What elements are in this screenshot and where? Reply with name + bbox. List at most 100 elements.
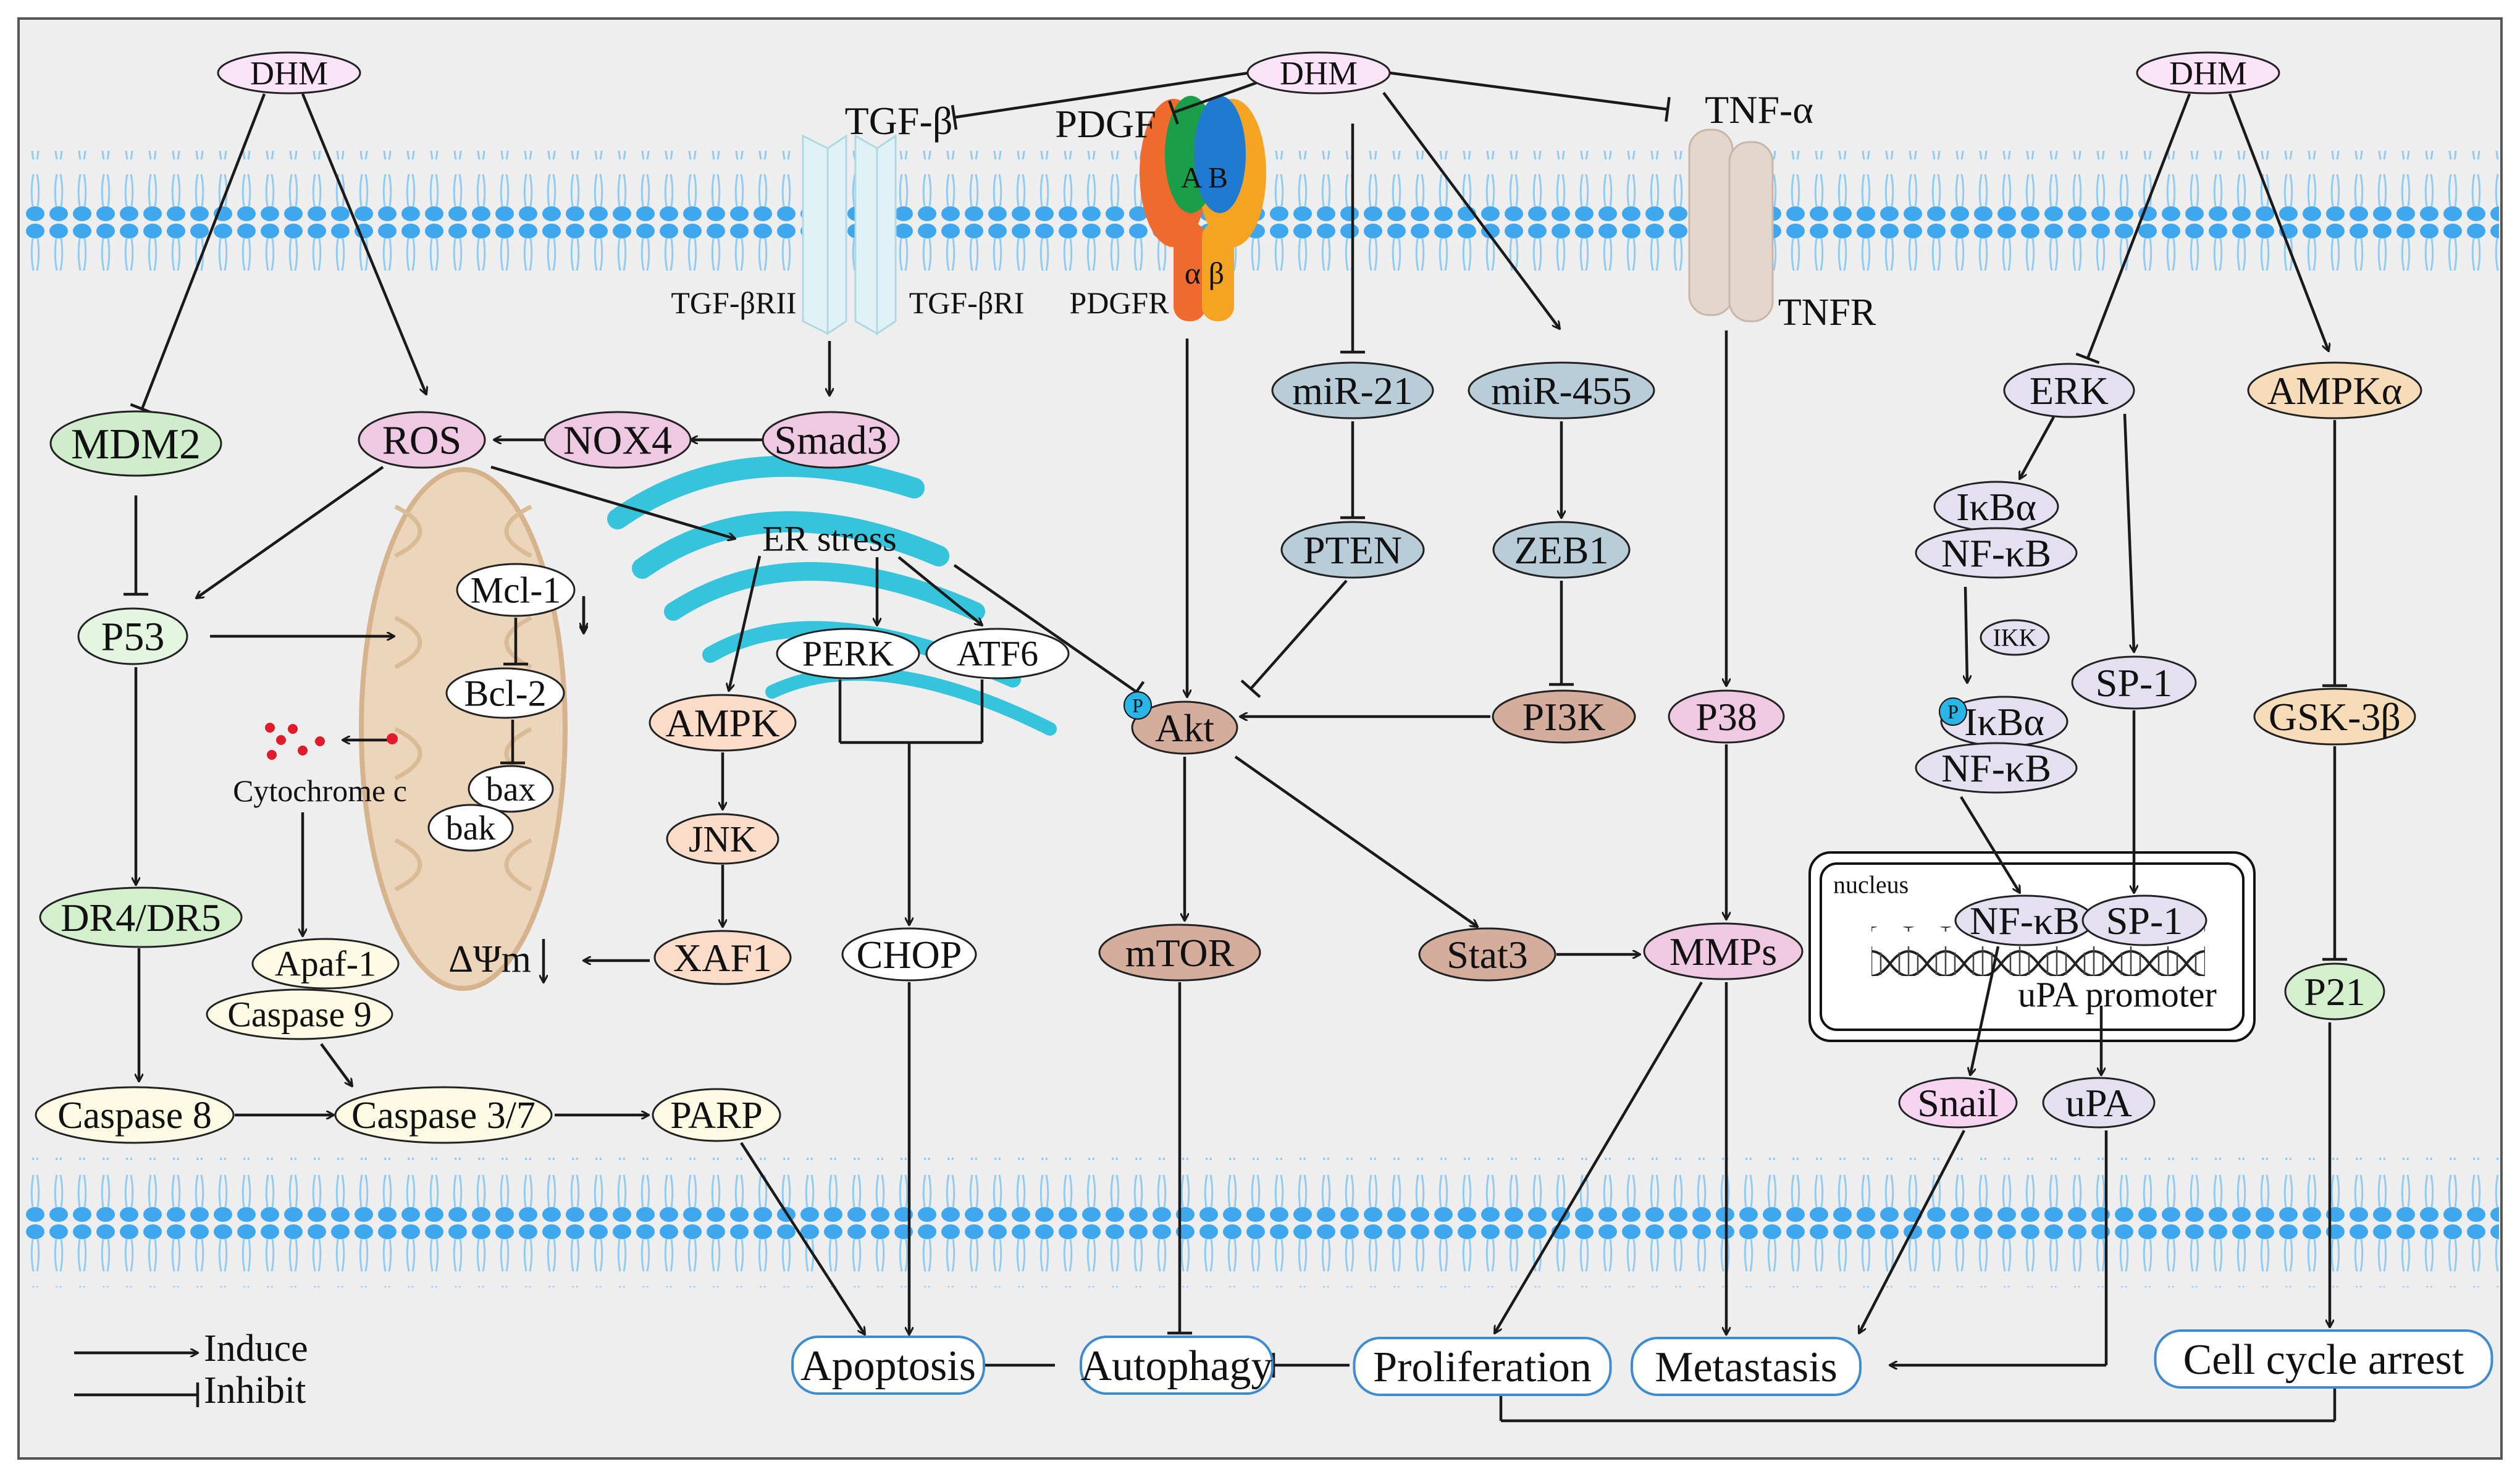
- ikba-bottom-node: IκBα: [1940, 696, 2068, 747]
- tgf-beta-label: TGF-β: [845, 99, 953, 143]
- er-stress-label: ER stress: [762, 519, 897, 559]
- dhm-left: DHM: [217, 51, 361, 95]
- connector-20: [729, 555, 762, 691]
- p38-node-label: P38: [1695, 695, 1757, 739]
- gsk3b-node-shape: [2253, 688, 2416, 746]
- akt-node: Akt: [1131, 701, 1238, 755]
- pten-node: PTEN: [1280, 521, 1425, 579]
- outcome-apoptosis: Apoptosis: [791, 1336, 985, 1395]
- p38-node: P38: [1668, 689, 1785, 744]
- bak-node-label: bak: [446, 809, 496, 848]
- erk-node: ERK: [2003, 363, 2135, 418]
- smad3-node: Smad3: [762, 411, 900, 469]
- nfkb-nucleus-node-label: NF-κB: [1970, 899, 2080, 943]
- outcome-apoptosis-box: [791, 1336, 985, 1395]
- outcome-autophagy: Autophagy: [1080, 1336, 1274, 1395]
- dhm-left-label: DHM: [250, 54, 328, 91]
- ikba-top-node: IκBα: [1933, 481, 2059, 532]
- cytochrome-c-label: Cytochrome c: [233, 773, 407, 808]
- nfkb-bottom-node-shape: [1915, 742, 2078, 794]
- ampka-node-shape: [2247, 361, 2422, 419]
- connector-6: [1382, 91, 1560, 329]
- perk-node-shape: [776, 628, 920, 680]
- p21-node-label: P21: [2304, 970, 2366, 1014]
- perk-node: PERK: [776, 628, 920, 680]
- akt-phospho: P: [1124, 691, 1152, 720]
- ampk-node-shape: [649, 694, 797, 752]
- pdgfr-chain-ab-label: A B: [1181, 161, 1228, 194]
- ikk-node: IKK: [1980, 619, 2050, 656]
- dhm-right-label: DHM: [2169, 54, 2247, 91]
- nox4-node: NOX4: [544, 411, 692, 469]
- stat3-node: Stat3: [1418, 927, 1556, 982]
- bak-node-shape: [427, 804, 514, 852]
- ikba-top-node-label: IκBα: [1956, 485, 2036, 529]
- outcome-proliferation: Proliferation: [1353, 1337, 1612, 1396]
- zeb1-node: ZEB1: [1492, 521, 1631, 579]
- mir21-node: miR-21: [1271, 361, 1434, 419]
- xaf1-node: XAF1: [653, 930, 792, 985]
- connector-51: [1495, 981, 1703, 1333]
- caspase37-node: Caspase 3/7: [334, 1086, 553, 1144]
- sp1-node-shape: [2071, 655, 2197, 710]
- bax-node-label: bax: [486, 770, 536, 809]
- perk-node-label: PERK: [802, 634, 894, 674]
- caspase37-node-label: Caspase 3/7: [351, 1095, 536, 1137]
- zeb1-node-label: ZEB1: [1514, 528, 1609, 572]
- dhm-center-label: DHM: [1280, 54, 1358, 91]
- connector-58: [1970, 946, 2000, 1075]
- connector-4: [1389, 71, 1671, 122]
- gsk3b-node-label: GSK-3β: [2269, 695, 2401, 739]
- snail-node: Snail: [1898, 1077, 2018, 1129]
- caspase8-node-label: Caspase 8: [57, 1095, 212, 1137]
- atf6-node: ATF6: [925, 628, 1070, 680]
- bax-node: bax: [468, 765, 554, 813]
- chop-node-shape: [841, 927, 977, 982]
- outcome-cell-cycle-arrest: Cell cycle arrest: [2154, 1329, 2493, 1389]
- ros-node-label: ROS: [382, 418, 461, 463]
- mcl1-node-label: Mcl-1: [471, 570, 561, 610]
- atf6-node-label: ATF6: [957, 634, 1038, 674]
- parp-node-label: PARP: [670, 1095, 762, 1137]
- p53-node: P53: [77, 607, 188, 665]
- bcl2-node-shape: [445, 667, 565, 719]
- pi3k-node: PI3K: [1492, 689, 1636, 744]
- pdgf-label: PDGF: [1055, 102, 1156, 146]
- pdgfr-chain-alpha-beta-label: α β: [1185, 256, 1224, 290]
- sp1-nucleus-node-shape: [2081, 894, 2207, 946]
- akt-node-label: Akt: [1155, 706, 1214, 750]
- chop-node-label: CHOP: [857, 933, 962, 977]
- legend-inhibit: Inhibit: [204, 1370, 306, 1412]
- nox4-node-label: NOX4: [563, 418, 672, 463]
- caspase9-node-shape: [206, 988, 393, 1040]
- pten-node-label: PTEN: [1303, 528, 1402, 572]
- ikba-phospho: P: [1939, 697, 1967, 726]
- erk-node-shape: [2003, 363, 2135, 418]
- dhm-center-shape: [1246, 51, 1391, 95]
- upa-node-label: uPA: [2065, 1081, 2132, 1125]
- mir21-node-shape: [1271, 361, 1434, 419]
- atf6-node-shape: [925, 628, 1070, 680]
- connector-2: [951, 71, 1250, 130]
- smad3-node-label: Smad3: [774, 418, 887, 463]
- delta-psi-m-label: ΔΨm: [448, 938, 531, 980]
- outcome-metastasis: Metastasis: [1631, 1337, 1862, 1396]
- outcome-autophagy-box: [1080, 1336, 1274, 1395]
- tgf-beta-r2-label: TGF-βRII: [671, 285, 796, 320]
- tgf-beta-r1-label: TGF-βRI: [909, 285, 1025, 320]
- mmps-node: MMPs: [1643, 922, 1804, 980]
- gsk3b-node: GSK-3β: [2253, 688, 2416, 746]
- pten-node-shape: [1280, 521, 1425, 579]
- sp1-node-label: SP-1: [2096, 661, 2173, 705]
- dr4-dr5-node-label: DR4/DR5: [61, 896, 221, 940]
- mdm2-node: MDM2: [49, 410, 222, 477]
- tnfr-label: TNFR: [1778, 292, 1876, 334]
- caspase8-node-shape: [35, 1086, 235, 1144]
- mcl1-node: Mcl-1: [456, 563, 576, 617]
- pi3k-node-label: PI3K: [1522, 695, 1605, 739]
- pdgf-receptor: [1140, 96, 1266, 321]
- akt-phospho-label: P: [1132, 694, 1143, 717]
- connector-46: [1234, 755, 1477, 927]
- connector-7: [2075, 93, 2191, 364]
- jnk-node-shape: [666, 813, 779, 865]
